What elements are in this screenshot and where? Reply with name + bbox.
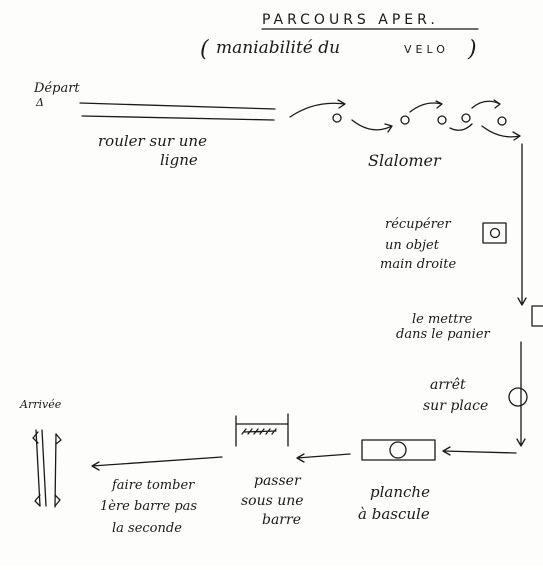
start-marker: Δ xyxy=(35,96,44,109)
arrow-to-seesaw xyxy=(442,446,517,456)
basket-icon xyxy=(531,305,543,327)
arrow-icon xyxy=(449,123,473,131)
subtitle-caps: VELO xyxy=(404,43,449,56)
stop-marker-icon xyxy=(508,387,528,407)
cone-icon xyxy=(461,113,471,123)
finish-posts-icon xyxy=(32,429,62,508)
slalom-cones xyxy=(332,99,521,141)
seesaw-plank-icon xyxy=(361,439,436,461)
arrow-to-slalom xyxy=(289,99,346,118)
finish-label: Arrivée xyxy=(19,398,62,411)
seesaw-label-1: planche xyxy=(370,483,430,501)
basket-label-2: dans le panier xyxy=(396,327,491,342)
under-bar-label-1: passer xyxy=(254,473,302,489)
ride-line-label-2: ligne xyxy=(160,151,198,169)
seesaw-pivot-icon xyxy=(389,441,407,459)
cone-icon xyxy=(332,113,342,123)
cone-icon xyxy=(497,116,507,126)
arrow-to-knock-bar xyxy=(91,456,223,471)
slalom-label: Slalomer xyxy=(368,151,442,170)
arrow-icon xyxy=(351,119,393,133)
under-bar-label-3: barre xyxy=(262,512,301,528)
arrow-to-bar xyxy=(296,453,351,463)
cone-icon xyxy=(400,115,410,125)
subtitle-open: ( xyxy=(200,37,209,62)
path-down-2 xyxy=(516,341,526,447)
object-icon xyxy=(489,227,501,239)
arrow-icon xyxy=(409,100,443,113)
bar-icon xyxy=(235,413,289,447)
arrow-icon xyxy=(481,125,521,141)
stop-label-2: sur place xyxy=(423,398,488,414)
knock-bar-label-2: 1ère barre pas xyxy=(100,499,197,514)
seesaw-label-2: à bascule xyxy=(358,505,430,523)
knock-bar-label-1: faire tomber xyxy=(111,478,195,493)
pick-object-label-2: un objet xyxy=(385,238,440,253)
basket-label-1: le mettre xyxy=(412,312,473,327)
object-box-icon xyxy=(482,222,507,244)
under-bar-label-2: sous une xyxy=(241,493,304,509)
knock-bar-label-3: la seconde xyxy=(112,521,182,536)
pick-object-label-3: main droite xyxy=(380,257,456,272)
cone-icon xyxy=(437,115,447,125)
subtitle-script: maniabilité du xyxy=(216,38,340,58)
start-label: Départ xyxy=(33,81,80,96)
title: PARCOURS APER. xyxy=(262,12,439,28)
ride-line-lanes xyxy=(79,102,276,121)
pick-object-label-1: récupérer xyxy=(385,217,451,232)
subtitle-close: ) xyxy=(467,37,477,62)
arrow-icon xyxy=(471,99,501,109)
path-down-1 xyxy=(517,143,527,306)
ride-line-label-1: rouler sur une xyxy=(98,132,207,150)
stop-label-1: arrêt xyxy=(430,377,466,393)
